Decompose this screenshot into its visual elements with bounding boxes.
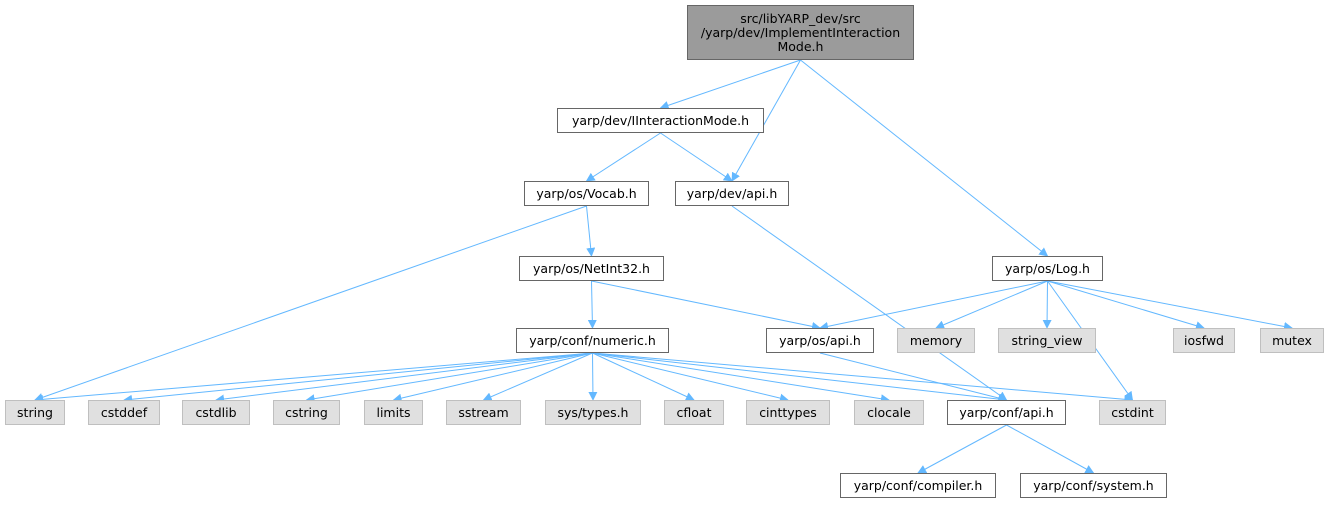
edge-numeric-to-cinttypes	[592, 352, 789, 403]
edge-iim-to-vocab	[585, 132, 661, 182]
edge-log-to-iosfwd	[1047, 280, 1205, 330]
node-limits: limits	[364, 400, 423, 425]
node-sys-types: sys/types.h	[545, 400, 641, 425]
node-conf-compiler[interactable]: yarp/conf/compiler.h	[840, 473, 996, 498]
node-conf-api[interactable]: yarp/conf/api.h	[947, 400, 1066, 425]
edge-vocab-to-string	[34, 205, 587, 402]
edge-numeric-to-cstdlib	[215, 352, 593, 404]
edge-numeric-to-string	[34, 352, 593, 404]
node-memory: memory	[897, 328, 975, 353]
node-cstring: cstring	[273, 400, 340, 425]
edge-netint-to-numeric	[587, 280, 597, 329]
edge-root-to-log	[800, 59, 1049, 257]
node-os-api[interactable]: yarp/os/api.h	[766, 328, 874, 353]
edge-vocab-to-netint	[586, 205, 596, 257]
node-log[interactable]: yarp/os/Log.h	[992, 256, 1103, 281]
edge-confapi-to-compiler	[917, 424, 1007, 474]
node-sstream: sstream	[446, 400, 521, 425]
edge-numeric-to-systypes	[588, 352, 598, 401]
node-string-view: string_view	[998, 328, 1096, 353]
edge-numeric-to-confapi	[592, 352, 1008, 404]
node-cfloat: cfloat	[664, 400, 724, 425]
node-dev-api[interactable]: yarp/dev/api.h	[675, 181, 789, 206]
edge-iim-to-devapi	[660, 132, 733, 182]
node-string: string	[5, 400, 65, 425]
edge-log-to-osapi	[819, 280, 1048, 331]
edge-numeric-to-limits	[392, 352, 593, 403]
node-iinteractionmode[interactable]: yarp/dev/IInteractionMode.h	[557, 108, 764, 133]
node-iosfwd: iosfwd	[1173, 328, 1235, 353]
edge-numeric-to-cfloat	[592, 352, 695, 401]
edge-log-to-strview	[1042, 280, 1052, 329]
node-cstdint: cstdint	[1099, 400, 1166, 425]
node-cstddef: cstddef	[88, 400, 160, 425]
node-vocab[interactable]: yarp/os/Vocab.h	[524, 181, 649, 206]
edge-log-to-memory	[935, 280, 1048, 330]
edge-confapi-to-system	[1006, 424, 1095, 474]
node-cinttypes: cinttypes	[746, 400, 830, 425]
node-netint32[interactable]: yarp/os/NetInt32.h	[519, 256, 664, 281]
edge-numeric-to-cstring	[305, 352, 593, 404]
edge-root-to-iim	[659, 59, 801, 110]
edge-devapi-to-confapi	[731, 205, 1008, 401]
edge-numeric-to-sstream	[482, 352, 593, 401]
node-root-implementinteractionmode: src/libYARP_dev/src /yarp/dev/ImplementI…	[687, 5, 914, 60]
node-numeric[interactable]: yarp/conf/numeric.h	[516, 328, 669, 353]
edge-root-to-devapi	[731, 59, 801, 182]
node-conf-system[interactable]: yarp/conf/system.h	[1020, 473, 1167, 498]
edge-log-to-mutex	[1047, 280, 1293, 331]
edge-numeric-to-clocale	[592, 352, 890, 404]
edge-osapi-to-confapi	[819, 352, 1008, 403]
edge-numeric-to-cstddef	[123, 352, 593, 404]
node-cstdlib: cstdlib	[182, 400, 250, 425]
edge-numeric-to-cstdint	[592, 352, 1134, 404]
node-clocale: clocale	[854, 400, 924, 425]
node-mutex: mutex	[1260, 328, 1324, 353]
edge-netint-to-osapi	[591, 280, 821, 331]
